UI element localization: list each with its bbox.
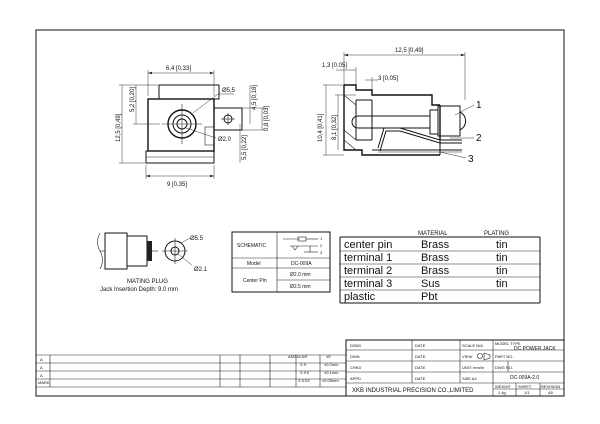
tb-company: XKB INDUSTRIAL PRECISION CO.,LIMITED [352,388,474,394]
tb-model-type-label: MODEL TYPE [495,341,521,346]
material-row-3-part: terminal 3 [344,278,392,290]
plug-depth-note: Jack Insertion Depth: 9.0 mm [100,287,178,293]
schematic-pin-3: 3 [320,250,323,255]
tb-tol-0-val: ±0.2mm [324,362,339,367]
material-row-3-plating: tin [496,278,508,290]
rev-header: MARK [38,380,50,385]
dim-side-a: 1,3 [0,05] [322,63,347,69]
tb-size: SIZE A4 [462,376,477,381]
rev-mark-1: A [40,357,43,362]
tb-scale: SCALE N/A [462,343,483,348]
material-row-4-part: plastic [344,291,376,303]
callout-2: 2 [476,133,482,144]
model-label: Model [247,261,261,267]
material-row-2-material: Brass [421,265,450,277]
dim-side-height-1: 10,4 [0,41] [318,113,324,142]
rev-mark-2: A [40,365,43,370]
callout-1: 1 [476,100,482,111]
tb-appd: APPD [350,376,361,381]
dim-front-total-height: 12,5 [0,49] [116,113,122,142]
tb-revision-label: REVISION [541,384,560,389]
schematic-pin-1: 1 [320,236,323,241]
material-row-0-material: Brass [421,239,450,251]
tb-date-1: DATE [415,343,426,348]
plug-title: MATING PLUG [127,279,168,285]
tb-tol-2-key: X.XXX [298,378,310,383]
tb-date-4: DATE [415,376,426,381]
callout-3: 3 [468,154,474,165]
dim-side-b: 3 [0,05] [378,76,398,82]
plating-header: PLATING [484,231,510,237]
dim-front-width: 6,4 [0,33] [166,66,191,72]
material-row-3-material: Sus [421,278,440,290]
material-header: MATERIAL [418,231,448,237]
dim-right-3: 5,5 [0,22] [242,135,248,160]
tb-weight-value: 1.4g [498,390,506,395]
tb-unit: UNIT: mm/in [462,365,484,370]
tb-dwg-no-value: DC-009A-2.0 [510,375,539,381]
tb-part-no: PART NO. [495,354,513,359]
tb-tol-1-val: ±0.1mm [324,370,339,375]
sheet-border [35,29,565,397]
material-row-0-part: center pin [344,239,392,251]
tb-model-type-value: DC POWER JACK [514,346,556,352]
dim-front-bottom-width: 9 [0,35] [167,182,187,188]
center-pin-value-2: Ø2.5 mm [290,284,311,290]
tb-date-3: DATE [415,365,426,370]
schematic-pin-2: 2 [320,243,323,248]
tb-revision-value: A5 [548,390,554,395]
dim-hole-inner: Ø2,0 [218,137,232,143]
tb-sheet-label: SHEET [518,384,532,389]
center-pin-value-1: Ø2.0 mm [290,272,311,278]
tb-tol-top: ±5 [326,354,331,359]
title-block [36,339,565,397]
tb-tol-1-key: X.XX [300,370,309,375]
tb-date-2: DATE [415,354,426,359]
schematic-label: SCHEMATIC [237,243,266,249]
dim-right-1: 4,5 [0,18] [252,85,258,110]
side-view [323,52,475,159]
tb-tol-0-key: X.X [300,362,307,367]
material-table [339,236,541,304]
dim-side-total-width: 12,5 [0,49] [395,48,424,54]
rev-mark-3: A [40,373,43,378]
material-row-1-plating: tin [496,252,508,264]
tb-tol-2-val: ±0.05mm [322,378,339,383]
material-row-1-part: terminal 1 [344,252,392,264]
tb-dwn: DWN [350,354,360,359]
plug-inner-dia: Ø2.1 [194,267,208,273]
tb-dwg-no: DWG NO. [495,365,513,370]
mating-plug-drawing [97,232,193,270]
material-row-0-plating: tin [496,239,508,251]
front-view [119,70,265,179]
schematic-table [231,231,331,293]
tb-view: VIEW [462,354,472,359]
tb-chkd: CHKD [350,365,361,370]
tb-sheet-value: 1/1 [524,390,530,395]
material-row-1-material: Brass [421,252,450,264]
model-value: DC-009A [291,261,312,267]
dim-front-top-height: 5,2 [0,20] [130,87,136,112]
tb-weight-label: WEIGHT [495,384,512,389]
tb-angular: ANGULAR [288,354,307,359]
center-pin-label: Center Pin [243,278,267,284]
dim-right-2: 0,8 [0,03] [264,106,270,131]
dim-side-height-2: 8,1 [0,32] [332,115,338,140]
tb-dsnd: DSND [350,343,361,348]
material-row-2-part: terminal 2 [344,265,392,277]
dim-hole-outer: Ø5,5 [222,88,236,94]
material-row-4-material: Pbt [421,291,438,303]
material-row-2-plating: tin [496,265,508,277]
plug-outer-dia: Ø5.5 [190,236,204,242]
